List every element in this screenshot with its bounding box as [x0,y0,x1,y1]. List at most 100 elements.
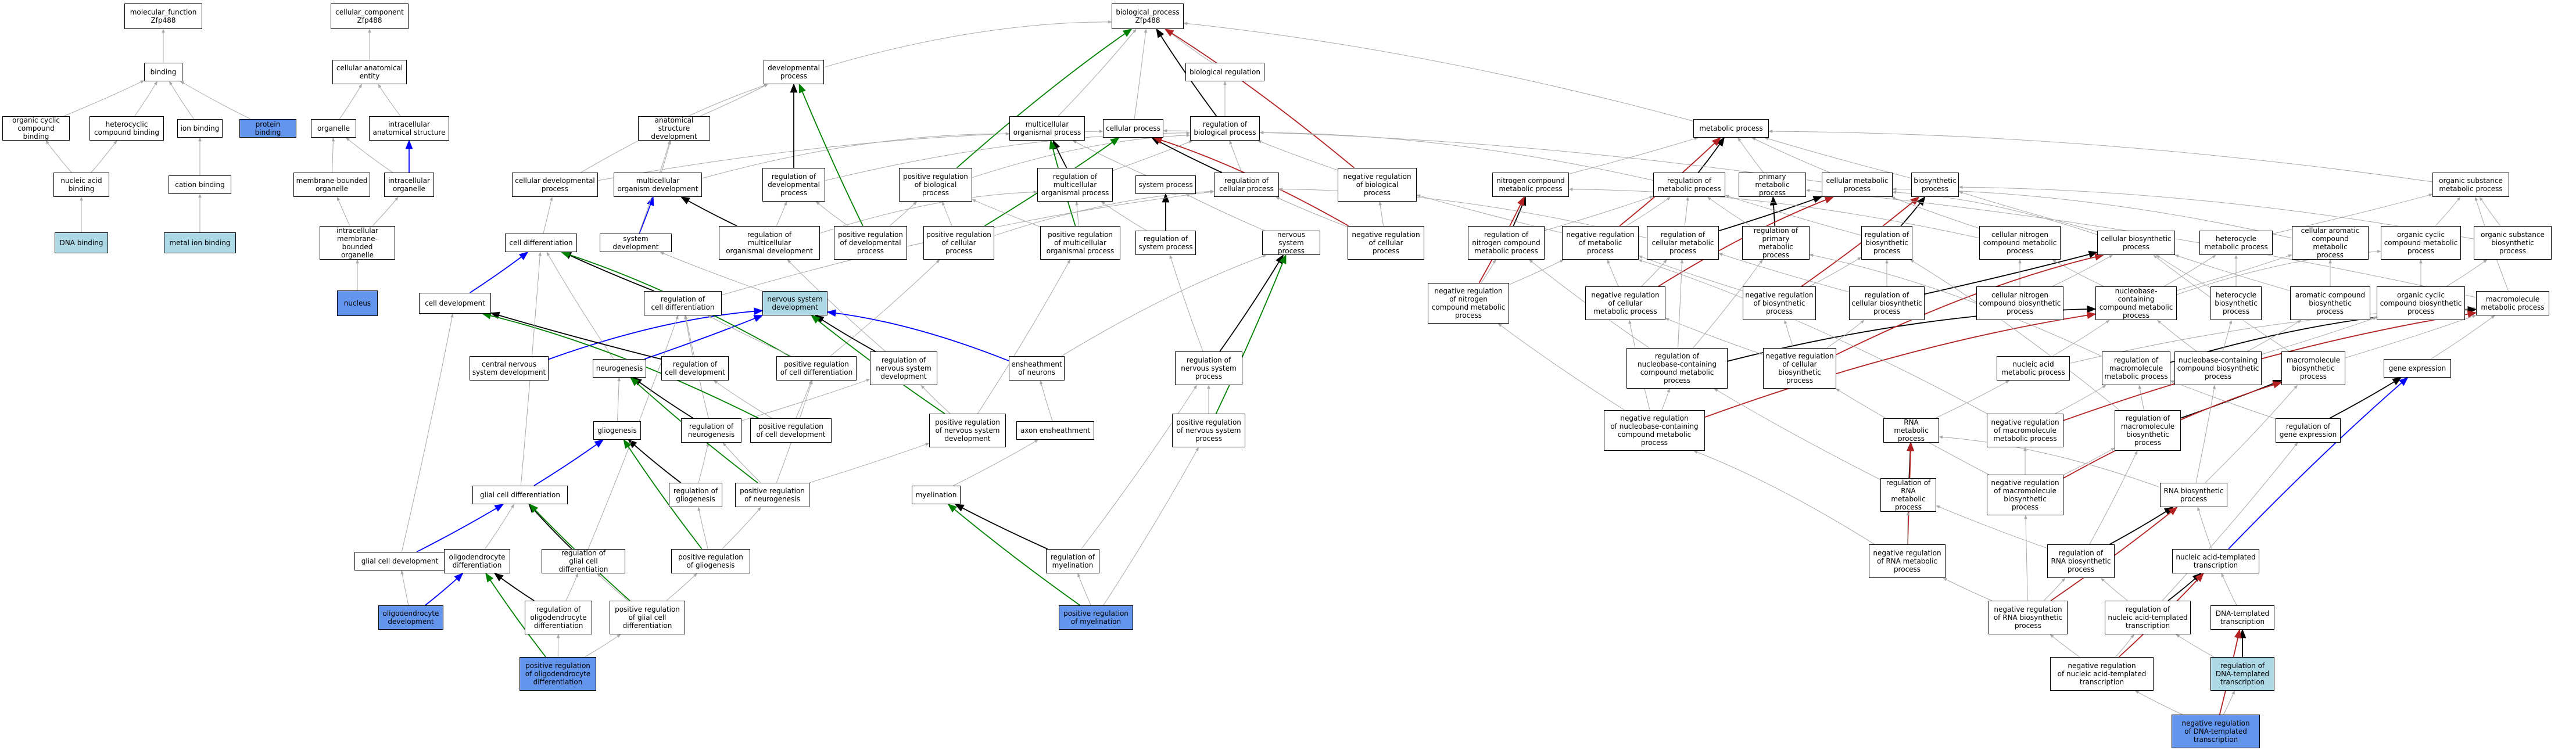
go-term-node-rnamp[interactable]: RNA metabolic process [1883,418,1939,443]
go-term-node-rdtt[interactable]: regulation of DNA-templated transcriptio… [2210,657,2274,691]
go-term-node-natt[interactable]: nucleic acid-templated transcription [2172,549,2259,573]
go-term-node-rmyel[interactable]: regulation of myelination [1046,549,1099,573]
go-term-node-rodd[interactable]: regulation of oligodendrocyte differenti… [525,601,592,634]
go-term-node-prnsd[interactable]: positive regulation of nervous system de… [929,414,1006,447]
go-term-node-prcdev[interactable]: positive regulation of cell development [750,418,832,443]
go-term-node-mcop[interactable]: multicellular organismal process [1009,116,1085,141]
go-term-node-hcbp[interactable]: heterocycle biosynthetic process [2210,286,2262,320]
go-term-node-protb[interactable]: protein binding [239,119,296,138]
go-term-node-rmcop[interactable]: regulation of multicellular organismal p… [1037,168,1113,202]
go-term-node-hcmp[interactable]: heterocycle metabolic process [2199,231,2273,255]
go-term-node-occmp[interactable]: organic cyclic compound metabolic proces… [2381,226,2461,260]
go-term-node-cnmp[interactable]: cellular nitrogen compound metabolic pro… [1979,226,2061,260]
go-term-node-cnsd[interactable]: central nervous system development [470,356,549,381]
go-term-node-cc[interactable]: cellular_component Zfp488 [331,3,409,29]
go-term-node-rpmp[interactable]: regulation of primary metabolic process [1742,226,1810,260]
go-term-node-mmmp[interactable]: macromolecule metabolic process [2476,291,2549,315]
go-term-node-cdp[interactable]: cellular developmental process [512,173,598,197]
go-term-node-hccb[interactable]: heterocyclic compound binding [89,116,164,141]
go-term-node-pmp[interactable]: primary metabolic process [1739,173,1806,197]
go-term-node-nrrnabp[interactable]: negative regulation of RNA biosynthetic … [1989,601,2068,634]
go-term-node-sysp[interactable]: system process [1135,175,1196,194]
go-term-node-prdp[interactable]: positive regulation of developmental pro… [834,226,907,260]
go-term-node-nrnbcmp[interactable]: negative regulation of nucleobase-contai… [1604,410,1705,451]
go-term-node-nrncmp[interactable]: negative regulation of nitrogen compound… [1428,283,1509,324]
go-term-node-organelle[interactable]: organelle [311,119,356,138]
go-term-node-prneurog[interactable]: positive regulation of neurogenesis [735,483,809,507]
go-term-node-nrcp[interactable]: negative regulation of cellular process [1348,226,1424,260]
go-term-node-ionb[interactable]: ion binding [177,119,223,138]
go-term-node-cellp[interactable]: cellular process [1103,119,1163,138]
go-term-node-gcd[interactable]: glial cell differentiation [472,486,568,504]
go-term-node-rbp[interactable]: regulation of biological process [1190,116,1260,141]
go-term-node-rnabp[interactable]: RNA biosynthetic process [2160,483,2227,507]
go-term-node-osmp[interactable]: organic substance metabolic process [2432,173,2509,197]
go-term-node-devp[interactable]: developmental process [764,60,824,84]
go-term-node-rnsp[interactable]: regulation of nervous system process [1175,351,1242,385]
go-term-node-nucleus[interactable]: nucleus [337,290,378,316]
go-term-node-rcp[interactable]: regulation of cellular process [1214,173,1279,197]
go-term-node-neurogenesis[interactable]: neurogenesis [593,359,646,378]
go-term-node-bp[interactable]: biological_process Zfp488 [1112,3,1184,29]
go-term-node-nrcmp[interactable]: negative regulation of cellular metaboli… [1585,286,1665,320]
go-term-node-rdp[interactable]: regulation of developmental process [762,168,825,202]
go-term-node-rrnamp[interactable]: regulation of RNA metabolic process [1880,478,1936,512]
go-term-node-prbp[interactable]: positive regulation of biological proces… [899,168,972,202]
go-term-node-mcod[interactable]: multicellular organism development [614,173,702,197]
go-term-node-metp[interactable]: metabolic process [1693,119,1769,138]
go-term-node-rmcod[interactable]: regulation of multicellular organismal d… [719,226,820,260]
go-term-node-nrbios[interactable]: negative regulation of biosynthetic proc… [1743,286,1816,320]
go-term-node-rneurog[interactable]: regulation of neurogenesis [681,418,741,443]
go-term-node-cae[interactable]: cellular anatomical entity [332,60,407,84]
go-term-node-rcbp[interactable]: regulation of cellular biosynthetic proc… [1849,286,1925,320]
go-term-node-rnbcmp[interactable]: regulation of nucleobase-containing comp… [1626,348,1728,389]
go-term-node-cmp[interactable]: cellular metabolic process [1822,173,1893,197]
go-term-node-odd[interactable]: oligodendrocyte differentiation [444,549,510,573]
go-term-node-biosp[interactable]: biosynthetic process [1911,173,1959,197]
go-term-node-ncmp[interactable]: nitrogen compound metabolic process [1492,173,1569,197]
go-term-node-geneexp[interactable]: gene expression [2384,359,2451,378]
go-term-node-cbp[interactable]: cellular biosynthetic process [2097,231,2175,255]
go-term-node-occbp[interactable]: organic cyclic compound biosynthetic pro… [2377,286,2465,320]
go-term-node-rrnabp[interactable]: regulation of RNA biosynthetic process [2047,544,2115,578]
go-term-node-nrrnamp[interactable]: negative regulation of RNA metabolic pro… [1869,544,1946,578]
go-term-node-acbp[interactable]: aromatic compound biosynthetic process [2290,286,2370,320]
go-term-node-prodd[interactable]: positive regulation of oligodendrocyte d… [520,657,596,691]
go-term-node-myelination[interactable]: myelination [912,486,961,504]
go-term-node-rmmmp[interactable]: regulation of macromolecule metabolic pr… [2102,351,2170,385]
go-term-node-prmyel[interactable]: positive regulation of myelination [1059,605,1133,630]
go-term-node-celldev[interactable]: cell development [419,293,491,314]
go-term-node-mf[interactable]: molecular_function Zfp488 [124,3,202,29]
go-term-node-cncbp[interactable]: cellular nitrogen compound biosynthetic … [1976,286,2063,320]
go-term-node-enshn[interactable]: ensheathment of neurons [1009,356,1065,381]
go-term-node-metb[interactable]: metal ion binding [164,232,236,253]
go-term-node-prgcd[interactable]: positive regulation of glial cell differ… [610,601,685,634]
go-term-node-prcd[interactable]: positive regulation of cell differentiat… [776,356,857,381]
go-term-node-nrnatt[interactable]: negative regulation of nucleic acid-temp… [2050,657,2154,691]
go-term-node-nab[interactable]: nucleic acid binding [53,173,109,197]
go-term-node-prcp[interactable]: positive regulation of cellular process [923,226,994,260]
go-term-node-breg[interactable]: biological regulation [1185,63,1264,81]
go-term-node-osbp[interactable]: organic substance biosynthetic process [2474,226,2552,260]
go-term-node-rgeneexp[interactable]: regulation of gene expression [2276,418,2341,443]
go-term-node-rbios[interactable]: regulation of biosynthetic process [1861,226,1912,260]
go-term-node-rmmbp[interactable]: regulation of macromolecule biosynthetic… [2115,410,2181,451]
go-term-node-namp[interactable]: nucleic acid metabolic process [1997,356,2070,381]
go-term-node-mmbp[interactable]: macromolecule biosynthetic process [2281,351,2345,385]
go-term-node-catb[interactable]: cation binding [169,175,231,194]
go-term-node-nsd[interactable]: nervous system development [762,291,827,315]
go-term-node-prnsp[interactable]: positive regulation of nervous system pr… [1172,414,1245,447]
go-term-node-rgliog[interactable]: regulation of gliogenesis [669,483,722,507]
go-term-node-prgliog[interactable]: positive regulation of gliogenesis [671,549,750,573]
go-term-node-nbcbp[interactable]: nucleobase-containing compound biosynthe… [2174,351,2262,385]
go-term-node-sysdev[interactable]: system development [600,234,672,252]
go-term-node-nrmmmp[interactable]: negative regulation of macromolecule met… [1987,414,2063,447]
go-term-node-prmcop[interactable]: positive regulation of multicellular org… [1040,226,1120,260]
go-term-node-rncmp[interactable]: regulation of nitrogen compound metaboli… [1468,226,1545,260]
go-term-node-nsp[interactable]: nervous system process [1262,231,1320,255]
go-term-node-binding[interactable]: binding [144,63,182,81]
go-term-node-asd[interactable]: anatomical structure development [638,116,710,141]
go-term-node-rmp[interactable]: regulation of metabolic process [1653,173,1725,197]
go-term-node-mbo[interactable]: membrane-bounded organelle [293,173,370,197]
go-term-node-nrmmbp[interactable]: negative regulation of macromolecule bio… [1987,475,2063,515]
